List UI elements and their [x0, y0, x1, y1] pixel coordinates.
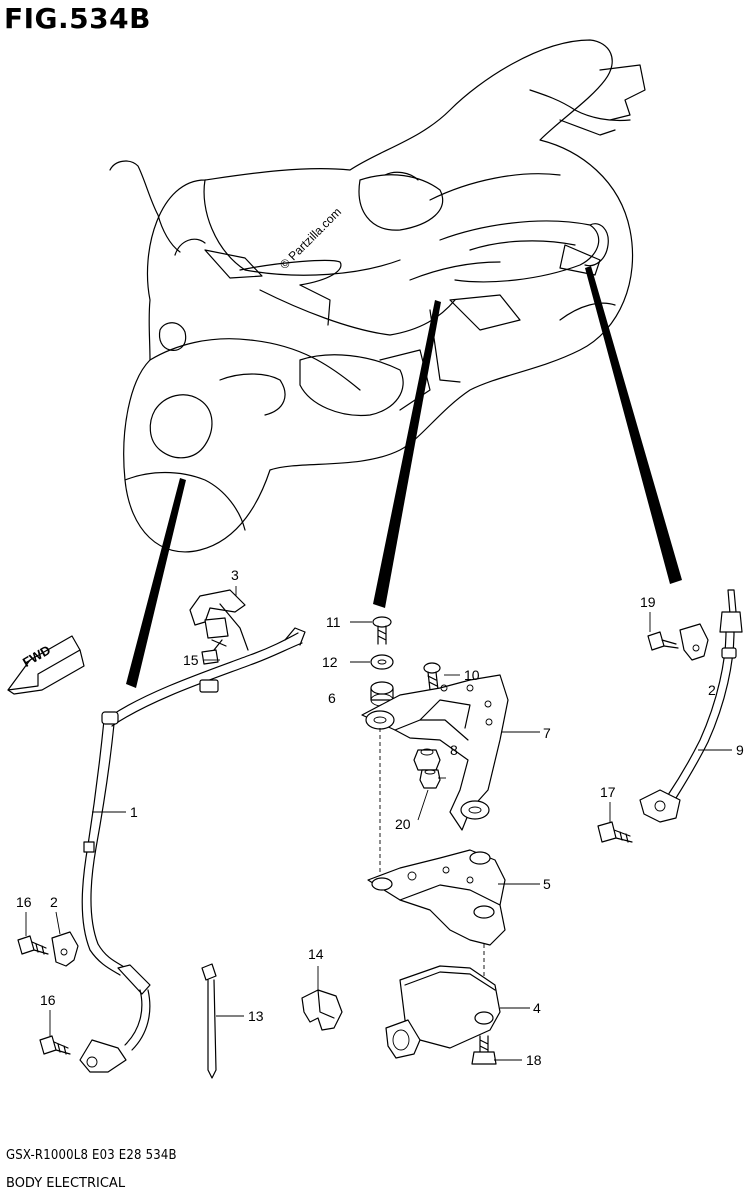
callout-19: 19 [640, 594, 656, 610]
part-16-bolt-upper [17, 935, 49, 955]
part-9-rear-sensor [639, 589, 743, 823]
callout-18: 18 [526, 1052, 542, 1068]
part-1-front-sensor-lead [79, 627, 306, 1073]
callout-2-left: 2 [50, 894, 58, 910]
motorcycle-illustration [109, 39, 646, 553]
fwd-arrow-icon [7, 635, 85, 695]
part-7-bracket [361, 674, 509, 831]
part-4-sensor-unit [385, 965, 501, 1059]
part-11-screw [372, 616, 392, 645]
callout-16-upper: 16 [16, 894, 32, 910]
callout-9: 9 [736, 742, 744, 758]
part-14-clip [301, 989, 343, 1031]
part-5-plate [367, 849, 506, 946]
part-17-bolt [597, 821, 633, 843]
callout-7: 7 [543, 725, 551, 741]
callout-13: 13 [248, 1008, 264, 1024]
callout-10: 10 [464, 667, 480, 683]
section-name: BODY ELECTRICAL [6, 1176, 126, 1191]
guide-lines [379, 728, 485, 1020]
part-13-cable-tie [201, 963, 217, 1079]
callout-20: 20 [395, 816, 411, 832]
part-19-bolt [647, 631, 679, 651]
part-2-clamp-left [51, 931, 79, 967]
figure-title: FIG.534B [4, 2, 151, 35]
part-16-bolt-lower [39, 1035, 71, 1055]
model-code: GSX-R1000L8 E03 E28 534B [6, 1148, 177, 1163]
callout-5: 5 [543, 876, 551, 892]
callout-16-lower: 16 [40, 992, 56, 1008]
callout-11: 11 [326, 614, 341, 630]
callout-12: 12 [322, 654, 338, 670]
pointer-center [373, 300, 441, 608]
part-15-bolt [201, 639, 227, 665]
part-20-nut [419, 769, 441, 789]
callout-6: 6 [328, 690, 336, 706]
callout-3: 3 [231, 567, 239, 583]
pointer-rear [585, 266, 682, 584]
pointer-arrows [126, 266, 682, 688]
part-8-nut [413, 748, 441, 771]
pointer-front-wheel [126, 478, 186, 688]
callout-8: 8 [450, 742, 458, 758]
callout-leaders [25, 586, 732, 1061]
callout-14: 14 [308, 946, 324, 962]
part-2-clamp-right [679, 623, 709, 661]
callout-2-right: 2 [708, 682, 716, 698]
part-18-bolt [471, 1035, 497, 1065]
part-10-screw [423, 662, 441, 691]
part-12-washer [370, 654, 394, 670]
callout-4: 4 [533, 1000, 541, 1016]
callout-17: 17 [600, 784, 616, 800]
callout-15: 15 [183, 652, 199, 668]
callout-1: 1 [130, 804, 138, 820]
part-3-clamp [189, 589, 249, 651]
part-6-grommet [370, 681, 394, 707]
